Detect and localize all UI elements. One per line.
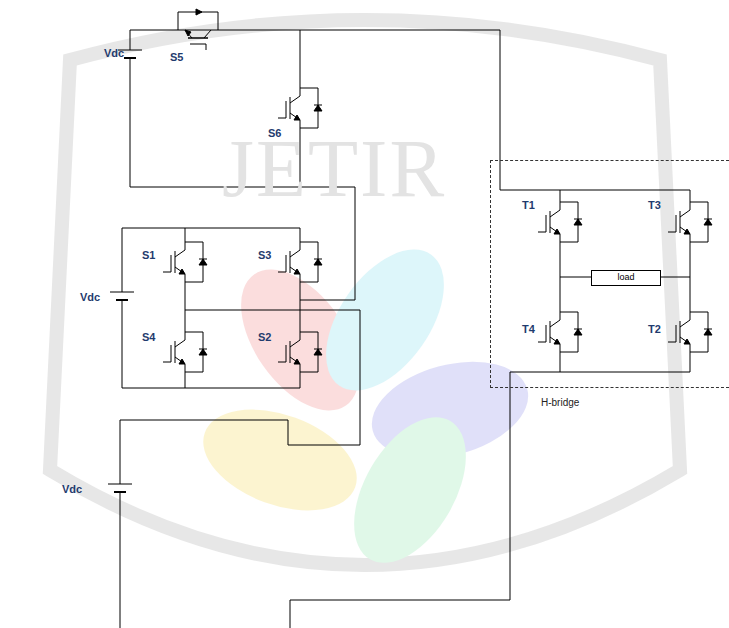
switch-stroke [179,269,185,274]
switch-stroke [294,115,300,120]
switch-stroke [690,202,708,242]
switch-stroke [199,259,207,265]
switch-stroke [185,242,203,282]
switch-stroke [199,349,207,355]
switch-label: S5 [170,52,183,63]
switch-stroke [314,349,322,350]
switch-stroke [290,357,300,377]
switch-stroke [290,237,300,257]
h-bridge-region: H-bridgeload [490,160,729,388]
switch-stroke [278,101,286,118]
switch-stroke [680,211,681,233]
switch-stroke [314,259,322,265]
watermark-art [50,20,680,582]
switch-stroke [290,327,300,347]
switch-stroke [704,329,712,330]
switch-stroke [680,337,690,357]
switch-stroke [680,227,690,247]
voltage-label: Vdc [80,292,100,303]
switch-stroke [175,341,176,363]
switch-stroke [278,255,286,272]
switch-stroke [290,251,291,273]
switch-stroke [175,251,176,273]
switch-stroke [294,359,300,364]
switch-stroke [704,219,712,220]
switch-stroke [294,269,300,274]
switch-label: T4 [522,324,535,335]
switch-label: S3 [258,250,271,261]
switch-stroke [175,237,185,257]
switch-stroke [163,255,171,272]
switch-stroke [314,349,322,355]
switch-stroke [574,219,582,220]
region-title: H-bridge [541,397,579,408]
switch-stroke [668,215,676,232]
switch-stroke [550,211,551,233]
switch-stroke [538,325,546,342]
switch-stroke [690,312,708,352]
switch-stroke [185,332,203,372]
switch-stroke [300,88,318,128]
voltage-label: Vdc [104,48,124,59]
switch-stroke [290,97,291,119]
switch-stroke [314,259,322,260]
switch-stroke [175,327,185,347]
switch-stroke [560,202,578,242]
switch-stroke [574,219,582,225]
switch-stroke [680,307,690,327]
switch-stroke [163,345,171,362]
switch-stroke [199,259,207,260]
watermark: JETIR [222,128,446,210]
switch-label: S1 [142,250,155,261]
load-label: load [617,272,634,282]
switch-stroke [550,337,560,357]
switch-stroke [175,267,185,287]
switch-label: T3 [648,200,661,211]
switch-stroke [560,312,578,352]
switch-stroke [314,105,322,106]
switch-label: T2 [648,324,661,335]
switch-stroke [668,325,676,342]
switch-stroke [554,229,560,234]
switch-stroke [550,307,560,327]
switch-stroke [704,219,712,225]
load-box: load [591,270,661,286]
switch-stroke [300,332,318,372]
igbt-symbols [163,83,712,377]
voltage-label: Vdc [62,484,82,495]
switch-stroke [175,357,185,377]
switch-label: S6 [268,128,281,139]
switch-label: T1 [522,200,535,211]
switch-stroke [554,339,560,344]
switch-stroke [314,105,322,111]
switch-stroke [290,83,300,103]
switch-stroke [290,341,291,363]
switch-label: S2 [258,332,271,343]
switch-stroke [550,227,560,247]
switch-stroke [300,242,318,282]
switch-stroke [199,349,207,350]
switch-stroke [550,321,551,343]
switch-stroke [179,359,185,364]
switch-stroke [574,329,582,330]
switch-stroke [680,321,681,343]
switch-label: S4 [142,332,155,343]
switch-stroke [574,329,582,335]
switch-stroke [550,197,560,217]
switch-stroke [704,329,712,335]
switch-stroke [278,345,286,362]
switch-stroke [680,197,690,217]
switch-stroke [684,339,690,344]
switch-stroke [538,215,546,232]
wires [108,9,690,628]
switch-stroke [290,267,300,287]
switch-stroke [684,229,690,234]
